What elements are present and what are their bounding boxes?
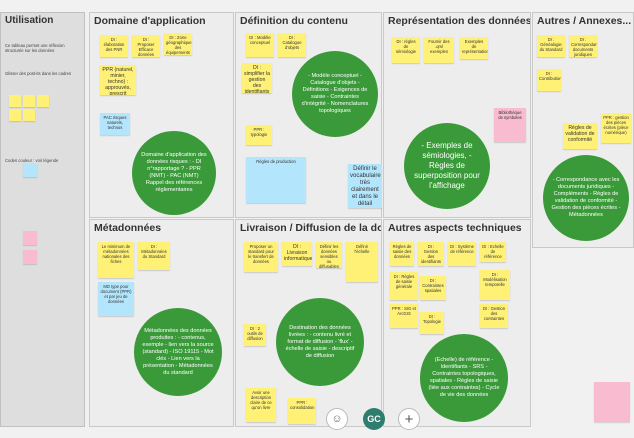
panel-title: Représentation des données — [388, 15, 531, 27]
panel-title: Définition du contenu — [240, 15, 348, 27]
sticky-note[interactable]: Règles de validation de conformité — [563, 123, 597, 149]
summary-text: (Echelle) de référence - Identifiants - … — [428, 357, 500, 398]
panel-title: Livraison / Diffusion de la don... — [240, 222, 381, 234]
legend-sticky-yellow[interactable] — [9, 95, 21, 107]
panel-domaine: Domaine d'application DI : élaboration d… — [89, 12, 234, 218]
sticky-note[interactable]: DI : Catalogue d'objets — [278, 33, 306, 57]
usage-sidebar: Utilisation Ce tableau permet une réflex… — [0, 12, 85, 427]
sticky-note[interactable]: Définir l'échelle — [346, 242, 378, 282]
sidebar-note: Glisser des post-its dans les cadres — [5, 71, 72, 76]
sticky-note[interactable] — [594, 382, 630, 422]
legend-sticky-blue[interactable] — [23, 163, 37, 177]
sidebar-title: Utilisation — [5, 15, 54, 26]
legend-sticky-yellow[interactable] — [23, 95, 35, 107]
panel-representation: Représentation des données DI : règles d… — [383, 12, 531, 218]
sticky-note[interactable]: DI : Contraintes spatiales — [420, 276, 446, 300]
sticky-note[interactable]: DI : Système de référence — [448, 242, 476, 266]
summary-text: - Exemples de sémiologies, - Règles de s… — [414, 141, 480, 190]
sticky-note[interactable]: DI : Proposer Efficace données mondiales — [132, 35, 160, 57]
summary-circle[interactable]: Métadonnées des données produites : - co… — [134, 308, 222, 396]
summary-circle[interactable]: - Exemples de sémiologies, - Règles de s… — [404, 123, 490, 209]
plus-icon: + — [404, 410, 414, 428]
panel-definition: Définition du contenu DI : Modèle concep… — [235, 12, 382, 218]
sticky-note[interactable]: Règles de production — [246, 157, 306, 203]
legend-sticky-yellow[interactable] — [37, 95, 49, 107]
sticky-note[interactable]: DI : Contributions — [537, 69, 561, 91]
legend-sticky-pink[interactable] — [23, 231, 37, 245]
sticky-note[interactable]: Bibliothèque de symboles — [494, 108, 526, 142]
sticky-note[interactable]: DI : Topologie — [420, 312, 444, 334]
sticky-note[interactable]: PPR (naturel, minier, techno) : approuvé… — [100, 65, 136, 95]
summary-text: Destination des données livrées : - cont… — [285, 324, 355, 359]
sticky-note[interactable]: DI : 2 outils de diffusion — [244, 324, 266, 346]
summary-text: - Correspondance avec les documents juri… — [551, 177, 621, 218]
sticky-note[interactable]: DI : élaboration des PNR — [100, 35, 128, 57]
user-avatar[interactable]: GC — [363, 408, 385, 430]
sticky-note[interactable]: DI : Zone géographique des équipements — [164, 33, 192, 55]
sticky-note[interactable]: Proposer un standard pour le transfert d… — [244, 242, 278, 272]
panel-title: Métadonnées — [94, 222, 162, 234]
sticky-note[interactable]: PPR : SIG et ArcGIS — [390, 304, 418, 328]
summary-text: Métadonnées des données produites : - co… — [142, 327, 214, 376]
sticky-note[interactable]: DI : Correspondance documents juridiques — [569, 35, 597, 57]
summary-circle[interactable]: Destination des données livrées : - cont… — [276, 298, 364, 386]
emoji-button[interactable]: ☺ — [326, 408, 348, 430]
sticky-note[interactable]: DI : Livraison informatique — [282, 242, 312, 266]
panel-title: Domaine d'application — [94, 15, 206, 27]
sticky-note[interactable]: MD type pour document (PPR) et par jeu d… — [98, 282, 134, 316]
sticky-note[interactable]: DI : Modélisation temporelle — [480, 270, 510, 300]
legend-sticky-yellow[interactable] — [23, 109, 35, 121]
sticky-note[interactable]: PPR : typologie — [246, 125, 272, 145]
summary-circle[interactable]: - Correspondance avec les documents juri… — [543, 155, 629, 241]
sticky-note[interactable]: DI : Echelle de référence — [480, 242, 506, 262]
sticky-note[interactable]: DI : Gestion des identifiants — [418, 242, 444, 266]
summary-circle[interactable]: - Modèle conceptuel - Catalogue d'objets… — [292, 51, 378, 137]
legend-sticky-pink[interactable] — [23, 250, 37, 264]
sticky-note[interactable]: Règles de saisie des données — [390, 242, 414, 266]
sticky-note[interactable]: Avoir une description claire de ce qu'on… — [246, 388, 276, 422]
sticky-note[interactable]: Définir les données sensibles ou diffusa… — [316, 242, 342, 268]
sticky-note[interactable]: DI : Généalogie du Standard — [537, 35, 565, 57]
sticky-note[interactable]: DI : Gestion des contraintes — [480, 304, 508, 328]
sticky-note[interactable]: Le minimum de métadonnées nationales des… — [98, 242, 134, 278]
sticky-note[interactable]: PPR : consolidation — [288, 398, 316, 424]
panel-title: Autres / Annexes... — [537, 15, 632, 27]
sticky-note[interactable]: Fournir des .qml exemples — [424, 37, 454, 63]
sticky-note[interactable]: Exemples de représentation — [460, 37, 488, 59]
summary-circle[interactable]: (Echelle) de référence - Identifiants - … — [420, 334, 508, 422]
panel-metadonnees: Métadonnées Le minimum de métadonnées na… — [89, 219, 234, 427]
panel-autres-aspects: Autres aspects techniques Règles de sais… — [383, 219, 531, 427]
sticky-note[interactable]: DI : simplifier la gestion des identifia… — [242, 63, 272, 93]
legend-sticky-yellow[interactable] — [9, 109, 21, 121]
avatar-initials: GC — [367, 414, 381, 424]
smiley-icon: ☺ — [331, 413, 343, 425]
summary-text: Domaine d'application des données risque… — [141, 152, 207, 193]
sidebar-note: Ce tableau permet une réflexion structur… — [5, 43, 65, 53]
summary-circle[interactable]: Domaine d'application des données risque… — [132, 131, 216, 215]
sticky-note[interactable]: DI : Règles de saisie générale — [390, 272, 418, 300]
sticky-note[interactable]: PAC risques naturels, technos — [100, 113, 130, 135]
sidebar-note: Codes couleur : voir légende — [5, 158, 59, 163]
sticky-note[interactable]: DI : Modèle conceptuel — [246, 33, 274, 57]
panel-autres-annexes: Autres / Annexes... DI : Généalogie du S… — [532, 12, 634, 248]
panel-livraison: Livraison / Diffusion de la don... Propo… — [235, 219, 382, 427]
sticky-note[interactable]: DI : Métadonnées du Standard — [138, 242, 170, 270]
summary-text: - Modèle conceptuel - Catalogue d'objets… — [301, 73, 369, 114]
sticky-note[interactable]: PPR : gestion des pièces écrites (pièce … — [601, 113, 631, 143]
sticky-note[interactable]: Définir le vocabulaire très clairement e… — [348, 164, 382, 208]
panel-title: Autres aspects techniques — [388, 222, 522, 234]
add-button[interactable]: + — [398, 408, 420, 430]
sticky-note[interactable]: DI : règles de sémiologie — [392, 37, 420, 63]
